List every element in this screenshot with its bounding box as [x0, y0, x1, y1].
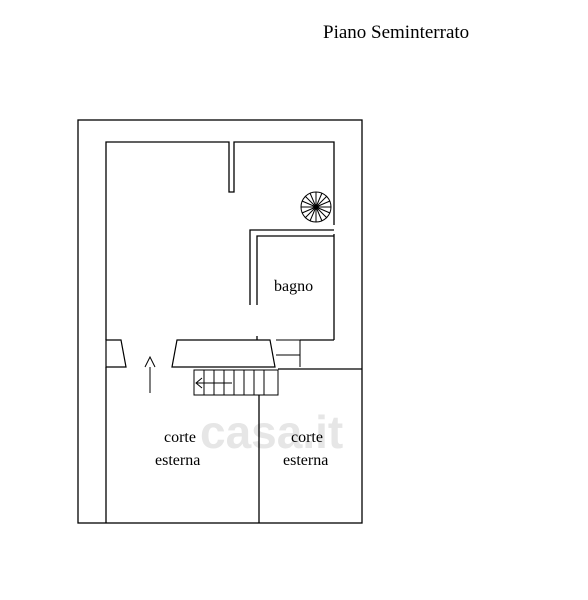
- central-wall-block: [171, 339, 276, 368]
- landing: [276, 339, 301, 367]
- room-label-corte-right-2: esterna: [283, 452, 328, 469]
- straight-staircase: [193, 369, 279, 396]
- plan-title: Piano Seminterrato: [323, 22, 470, 43]
- left-partition: [105, 339, 127, 368]
- room-label-corte-right-1: corte: [291, 429, 323, 446]
- up-arrow-icon: [144, 355, 156, 393]
- watermark: casa.it: [200, 406, 343, 458]
- room-label-bagno: bagno: [274, 278, 313, 295]
- upper-room-wall-left: [105, 141, 335, 340]
- courtyard-top-wall: [105, 367, 362, 523]
- spiral-staircase-icon: [300, 191, 332, 223]
- bathroom-wall: [249, 229, 334, 341]
- room-label-corte-left-1: corte: [164, 429, 196, 446]
- room-label-corte-left-2: esterna: [155, 452, 200, 469]
- outer-wall: [77, 119, 363, 524]
